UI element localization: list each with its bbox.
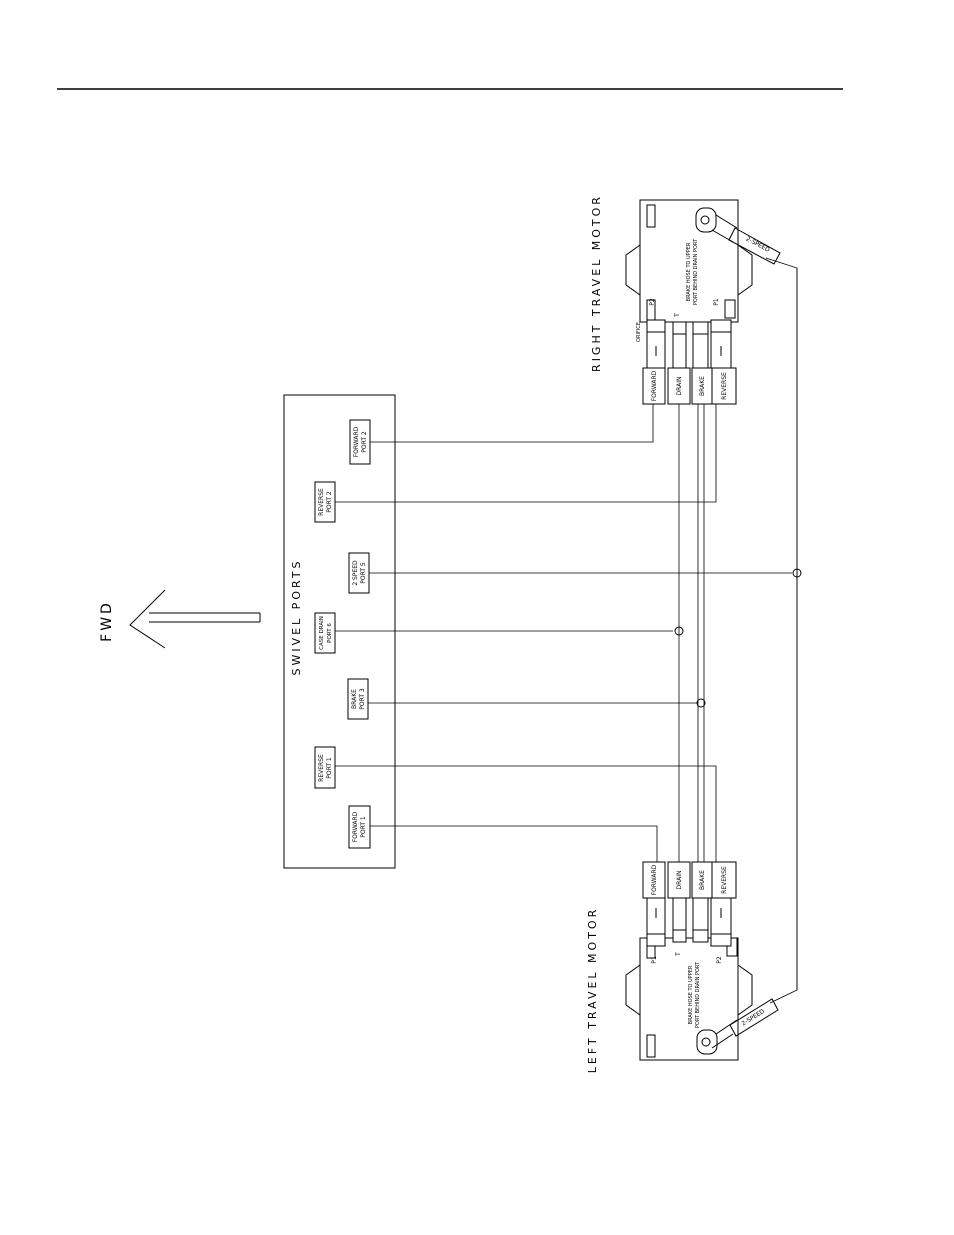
svg-text:PORT 5: PORT 5 [360,562,367,584]
right-motor-title: RIGHT TRAVEL MOTOR [590,194,603,372]
svg-text:P2: P2 [649,298,656,306]
line-reverse-1 [335,765,717,862]
swivel-title: SWIVEL PORTS [290,558,303,675]
svg-text:REVERSE: REVERSE [318,754,325,782]
svg-text:ORIFICE: ORIFICE [636,322,642,342]
svg-text:REVERSE: REVERSE [318,488,325,516]
svg-text:P2: P2 [716,956,723,964]
svg-text:CASE DRAIN: CASE DRAIN [319,616,325,650]
right-motor-body [625,199,753,323]
swivel-port-brake-3: BRAKE PORT 3 [347,678,369,720]
svg-text:BRAKE HOSE TO UPPER: BRAKE HOSE TO UPPER [686,242,692,301]
svg-text:PORT 2: PORT 2 [326,491,333,513]
svg-text:PORT 1: PORT 1 [326,757,333,779]
svg-text:BRAKE: BRAKE [699,376,706,396]
swivel-port-reverse-2: REVERSE PORT 2 [314,481,336,523]
swivel-block [283,394,396,869]
svg-text:FORWARD: FORWARD [352,811,359,842]
forward-arrow [129,589,261,649]
svg-text:P1: P1 [651,956,658,964]
svg-text:BRAKE HOSE TO UPPER: BRAKE HOSE TO UPPER [688,965,694,1024]
left-hose-forward: FORWARD [642,861,666,899]
swivel-port-forward-1: FORWARD PORT 1 [348,805,371,849]
swivel-port-reverse-1: REVERSE PORT 1 [314,746,336,789]
left-hose-brake: BRAKE [691,861,713,899]
svg-text:PORT 3: PORT 3 [359,688,366,710]
svg-text:FORWARD: FORWARD [651,864,658,895]
left-motor-body [625,937,753,1061]
line-forward-1 [370,825,658,862]
svg-text:DRAIN: DRAIN [676,377,683,396]
svg-text:2-SPEED: 2-SPEED [745,236,771,254]
left-motor-title: LEFT TRAVEL MOTOR [586,907,599,1073]
right-motor-fittings [646,319,732,369]
right-hose-reverse: REVERSE [711,367,737,405]
svg-text:PORT 6: PORT 6 [327,623,333,643]
junction-drain [674,626,684,636]
line-reverse-2 [335,404,717,503]
left-hose-reverse: REVERSE [711,861,737,899]
svg-text:T: T [675,952,682,957]
right-hose-drain: DRAIN [667,367,691,405]
svg-text:BRAKE: BRAKE [699,870,706,890]
left-hose-drain: DRAIN [667,861,691,899]
svg-text:FORWARD: FORWARD [651,370,658,401]
left-motor-port-labels: P1 T P2 BRAKE HOSE TO UPPER PORT BEHIND … [651,952,723,1028]
svg-text:P1: P1 [713,298,720,306]
svg-text:BRAKE: BRAKE [351,689,358,709]
svg-text:FORWARD: FORWARD [353,426,360,457]
svg-text:REVERSE: REVERSE [721,866,728,894]
svg-text:2 SPEED: 2 SPEED [352,560,359,586]
svg-text:DRAIN: DRAIN [676,871,683,890]
svg-text:REVERSE: REVERSE [721,372,728,400]
line-forward-2 [370,404,654,443]
right-hose-forward: FORWARD [642,367,666,405]
right-hose-brake: BRAKE [691,367,713,405]
junction-2-speed [792,568,802,578]
swivel-port-forward-2: FORWARD PORT 2 [349,419,371,465]
svg-text:PORT BEHIND DRAIN PORT: PORT BEHIND DRAIN PORT [695,961,701,1028]
svg-text:PORT BEHIND DRAIN PORT: PORT BEHIND DRAIN PORT [693,238,699,305]
junction-brake [696,698,706,708]
swivel-port-2-speed-5: 2 SPEED PORT 5 [348,552,370,594]
svg-text:PORT 2: PORT 2 [361,431,368,453]
svg-text:PORT 1: PORT 1 [360,816,367,838]
hydraulic-lines [335,257,798,1004]
swivel-port-case-drain-6: CASE DRAIN PORT 6 [314,612,336,654]
fwd-label: FWD [99,600,115,642]
right-motor-port-labels: P2 T P1 ORIFICE BRAKE HOSE TO UPPER PORT… [636,238,720,342]
svg-text:T: T [674,313,681,318]
